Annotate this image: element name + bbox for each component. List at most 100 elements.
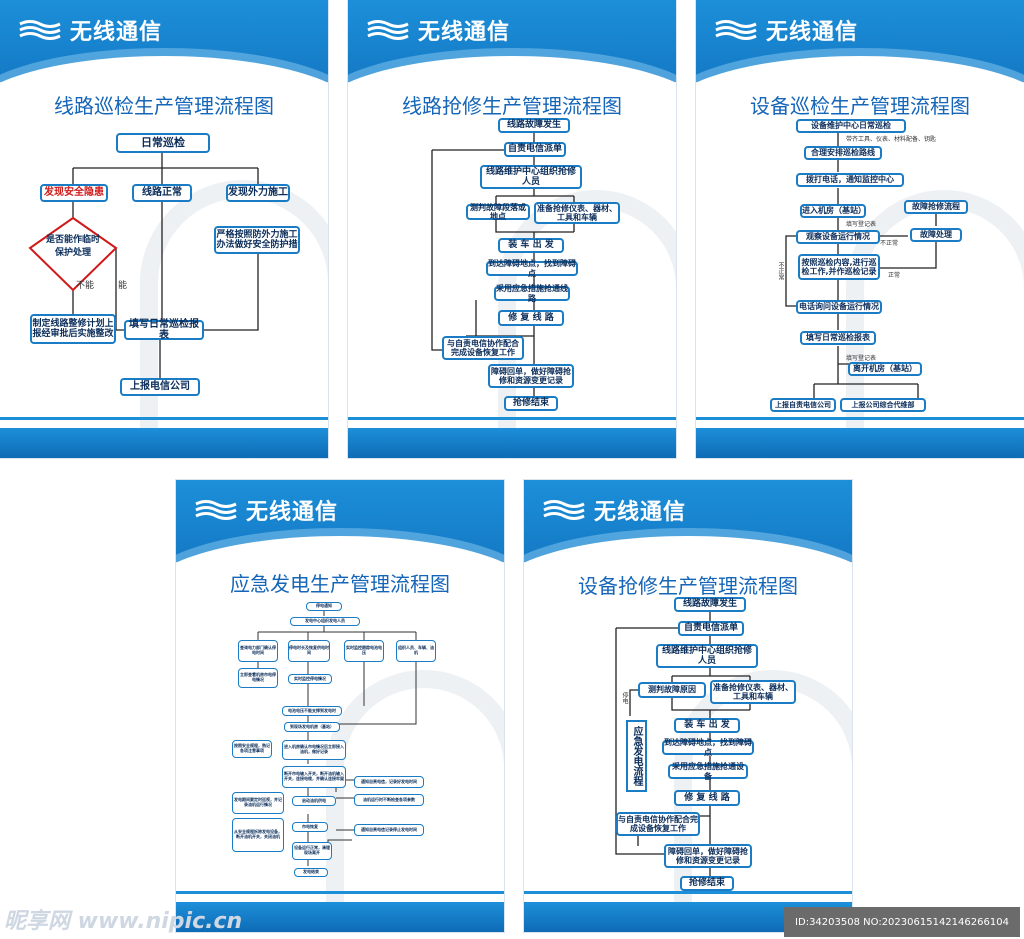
flow-lines	[785, 132, 937, 398]
side-emergency-power: 应急发电流程	[626, 720, 647, 792]
box-phone-query: 电话询问设备运行情况	[796, 300, 882, 314]
box-prepare-tools: 准备抢修仪表、器材、工具和车辆	[710, 680, 796, 704]
box-start-generator: 启动油机供电	[292, 796, 336, 806]
panel-line-repair: 无线通信 线路抢修生产管理流程图 线路故障发生 自责电信派单 线路维护中心组织抢…	[348, 0, 676, 458]
wave-logo-icon	[19, 20, 61, 40]
box-depart: 装 车 出 发	[674, 718, 740, 733]
box-notify: 拨打电话，通知监控中心	[796, 173, 904, 187]
box-locate-fault: 测判故障段落或地点	[466, 203, 530, 221]
decision-temp-protect: 是否能作临时保护处理	[45, 235, 100, 258]
flow-lines	[431, 132, 575, 396]
wave-logo-icon	[367, 20, 409, 40]
box-clean-leave: 设备运行正常，清理现场离开	[292, 842, 332, 860]
box-line-fault: 线路故障发生	[674, 597, 746, 612]
panel-emergency-power: 无线通信 应急发电生产管理流程图 停电通知 发电中心组织发电人员 查询电力部门确…	[176, 480, 504, 932]
box-cooperate: 与自责电信协作配合完成设备恢复工作	[616, 812, 700, 836]
box-report-telecom: 上报电信公司	[120, 378, 200, 396]
box-fill-report: 填写日常巡检报表	[124, 319, 204, 341]
box-report-company: 上报公司综合代维部	[840, 398, 926, 412]
box-power-end: 发电结束	[294, 868, 328, 877]
box-disconnect-mains: 断开市电输入开关，断开油机输入开关，连接电缆，并确认连接牢固	[282, 766, 346, 788]
box-notify-stop: 通知自责电信记录停止发电时间	[354, 824, 424, 836]
panel-footer	[176, 902, 504, 932]
panel-footer	[696, 428, 1024, 458]
box-remove-equipment: 从安全规程拆除发电设备，断开油机开关，关闭油机	[232, 818, 284, 852]
box-prepare-tools: 准备抢修仪表、器材、工具和车辆	[534, 202, 620, 224]
brand: 无线通信	[366, 14, 510, 46]
box-emergency-measure: 采用应急措施抢通线路	[494, 284, 570, 303]
note-register-2: 填写登记表	[846, 355, 877, 362]
box-organize-vehicles: 组织人员、车辆、油机	[396, 640, 436, 662]
box-repair-end: 抢修结束	[504, 396, 558, 411]
box-construction-measures: 严格按照防外力施工办法做好安全防护措	[214, 226, 300, 254]
box-depart: 装 车 出 发	[498, 238, 564, 253]
brand-name: 无线通信	[418, 20, 511, 45]
box-fault-handle: 故障处理	[910, 228, 962, 242]
box-organize-staff: 线路维护中心组织抢修人员	[480, 165, 582, 189]
box-dispatch: 自责电信派单	[504, 142, 566, 157]
box-receipt: 障碍回单，做好障碍抢修和资源变更记录	[664, 844, 752, 868]
box-mains-restored: 市电恢复	[292, 822, 328, 832]
box-battery-low: 电池电压不能支撑到发电时	[282, 706, 342, 716]
flow-lines	[257, 610, 417, 866]
box-receipt: 障碍回单，做好障碍抢修和资源变更记录	[488, 364, 574, 388]
brand: 无线通信	[18, 14, 162, 46]
box-repair-line: 修 复 线 路	[674, 790, 740, 806]
brand-name: 无线通信	[70, 20, 163, 45]
site-watermark: 昵享网 www.nipic.cn	[4, 909, 243, 934]
box-outage-duration: 停电时长及恢复供电时间	[288, 640, 330, 662]
box-leave-room: 离开机房（基站）	[848, 362, 922, 376]
brand: 无线通信	[714, 14, 858, 46]
note-abnormal-2: 不正常	[777, 262, 784, 280]
box-external-construction: 发现外力施工	[226, 184, 290, 202]
box-line-normal: 线路正常	[132, 184, 192, 202]
box-emergency-measure: 采用应急措施抢通设备	[668, 762, 748, 781]
box-check-params: 油机运行时不断检查各项参数	[354, 794, 424, 806]
flow-lines	[615, 612, 751, 876]
brand-name: 无线通信	[766, 20, 859, 45]
note-normal: 正常	[888, 272, 901, 279]
image-id-bar: ID:34203508 NO:20230615142146266104	[784, 907, 1020, 937]
note-outage: 停电	[621, 692, 628, 704]
box-inspection-record: 按照巡检内容,进行巡检工作,并作巡检记录	[798, 254, 880, 280]
box-repair-line: 修 复 线 路	[498, 310, 564, 326]
box-monitor-outage: 实时监控停电情况	[288, 674, 332, 684]
box-enter-room: 进入机房（基站）	[800, 204, 866, 218]
box-safety-rules: 按照安全规程，熟记各项注意事项	[232, 740, 272, 758]
box-organize-staff: 线路维护中心组织抢修人员	[656, 644, 758, 668]
box-organize-staff: 发电中心组织发电人员	[290, 617, 360, 626]
box-report-telecom: 上报自责电信公司	[770, 398, 836, 412]
box-cooperate: 与自责电信协作配合完成设备恢复工作	[442, 336, 524, 360]
box-daily-inspection: 设备维护中心日常巡检	[796, 119, 906, 133]
box-check-room-power: 立即查看机房市电停电情况	[238, 668, 278, 688]
panel-equipment-inspection: 无线通信 设备巡检生产管理流程图 设备维护中心日常巡检 带齐工具、仪表、材料配备…	[696, 0, 1024, 458]
panel-title: 设备抢修生产管理流程图	[578, 574, 798, 598]
brand: 无线通信	[194, 494, 338, 526]
box-notify-start: 通知自责电信，记录好发电时间	[354, 776, 424, 788]
brand: 无线通信	[542, 494, 686, 526]
note-abnormal: 不正常	[880, 240, 899, 247]
panel-line-inspection: 无线通信 线路巡检生产管理流程图 日常巡检 发现安全隐患 线路正常 发现外力施工…	[0, 0, 328, 458]
wave-logo-icon	[543, 500, 585, 520]
panel-footer	[348, 428, 676, 458]
box-reach-fault: 到达障碍地点，找到障碍点	[486, 259, 578, 278]
box-monitor-battery: 实时监控跟踪电池电压	[344, 640, 384, 662]
panel-equipment-repair: 无线通信 设备抢修生产管理流程图 线路故障发生 自责电信派单 线路维护中心组织抢…	[524, 480, 852, 932]
box-arrive-site: 到现场发电机房（基站）	[284, 722, 340, 732]
box-safety-hazard: 发现安全隐患	[40, 184, 108, 202]
brand-name: 无线通信	[246, 500, 339, 525]
box-repair-end: 抢修结束	[680, 876, 734, 891]
box-reach-fault: 到达障碍地点，找到障碍点	[662, 738, 754, 757]
box-observe: 观察设备运行情况	[796, 230, 880, 244]
box-dispatch: 自责电信派单	[678, 621, 744, 636]
note-cannot: 不能	[76, 281, 95, 291]
box-route: 合理安排巡检路线	[804, 146, 882, 160]
box-daily-inspection: 日常巡检	[116, 133, 210, 153]
box-repair-plan: 制定线路整修计划上报经审批后实施整改	[30, 314, 116, 344]
note-tools: 带齐工具、仪表、材料配备、钥匙	[846, 136, 937, 143]
panel-title: 线路巡检生产管理流程图	[54, 94, 274, 118]
box-connect-generator: 进入机房确认市电情况后立即接入油机，做好记录	[282, 740, 346, 760]
box-locate-cause: 测判故障原因	[638, 682, 706, 698]
panel-title: 设备巡检生产管理流程图	[750, 94, 970, 118]
panel-title: 线路抢修生产管理流程图	[402, 94, 622, 118]
